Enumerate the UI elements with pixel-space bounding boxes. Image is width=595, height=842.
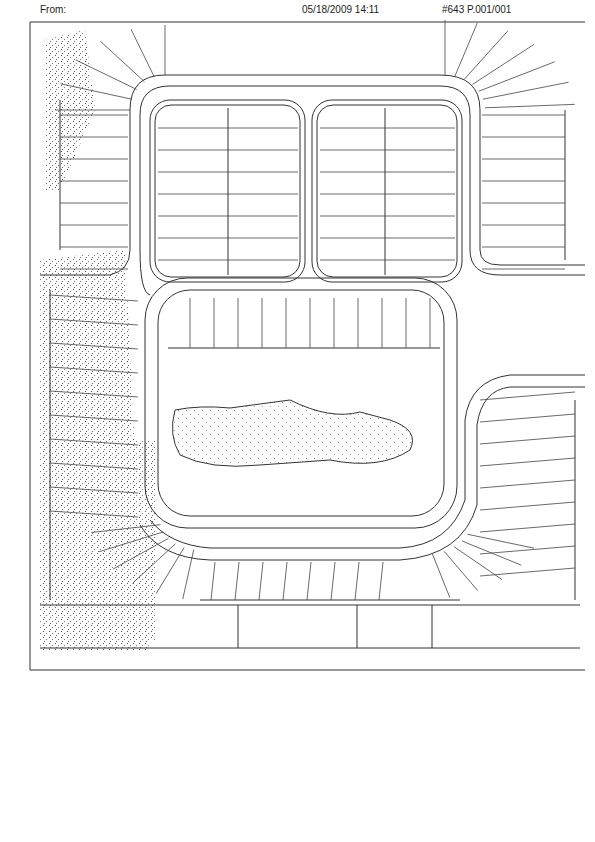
lot-line bbox=[214, 298, 215, 348]
lot-line bbox=[60, 225, 128, 226]
lot-line bbox=[482, 269, 565, 270]
lot-line bbox=[482, 225, 565, 226]
lot-line bbox=[480, 392, 575, 400]
lot-line bbox=[307, 562, 311, 600]
lot-line bbox=[482, 203, 565, 204]
lot-line bbox=[156, 548, 184, 594]
lot-line bbox=[320, 216, 455, 217]
lot-line bbox=[286, 298, 287, 348]
lot-line bbox=[190, 298, 191, 348]
lot-line bbox=[259, 562, 263, 600]
lot-line bbox=[50, 463, 138, 469]
lot-line bbox=[60, 159, 128, 160]
lot-line bbox=[454, 547, 502, 580]
lot-line bbox=[183, 550, 194, 599]
lot-line bbox=[158, 238, 298, 239]
lot-line bbox=[60, 115, 128, 116]
lot-line bbox=[60, 203, 128, 204]
lot-line bbox=[320, 238, 455, 239]
lot-line bbox=[334, 298, 335, 348]
lot-line bbox=[158, 172, 298, 173]
lot-line bbox=[50, 391, 138, 397]
lot-line bbox=[480, 458, 575, 466]
lot-line bbox=[406, 298, 407, 348]
lot-line bbox=[60, 137, 128, 138]
lot-line bbox=[320, 260, 455, 261]
lot-line bbox=[60, 247, 128, 248]
lot-line bbox=[235, 562, 239, 600]
lot-line bbox=[320, 150, 455, 151]
lot-line bbox=[113, 538, 168, 569]
lot-line bbox=[382, 298, 383, 348]
lot-line bbox=[50, 295, 138, 301]
lot-line bbox=[50, 439, 138, 445]
lot-line bbox=[320, 128, 455, 129]
lot-line bbox=[462, 541, 521, 565]
lot-line bbox=[50, 487, 138, 493]
lot-line bbox=[480, 524, 575, 532]
lot-line bbox=[50, 343, 138, 349]
lot-line bbox=[320, 194, 455, 195]
lot-line bbox=[480, 502, 575, 510]
lot-line bbox=[310, 298, 311, 348]
lot-line bbox=[483, 82, 569, 99]
lot-line bbox=[472, 44, 534, 84]
lot-line bbox=[430, 298, 431, 348]
lot-line bbox=[131, 29, 154, 77]
lot-line bbox=[320, 172, 455, 173]
lot-line bbox=[158, 260, 298, 261]
lot-line bbox=[238, 298, 239, 348]
lot-line bbox=[379, 562, 383, 600]
lot-line bbox=[480, 436, 575, 444]
lot-line bbox=[480, 480, 575, 488]
lot-line bbox=[444, 551, 478, 590]
lot-line bbox=[158, 216, 298, 217]
fax-page-number: #643 P.001/001 bbox=[440, 4, 513, 15]
lot-line bbox=[482, 159, 565, 160]
lot-line bbox=[60, 181, 128, 182]
lot-line bbox=[262, 298, 263, 348]
lot-line bbox=[482, 247, 565, 248]
lot-line bbox=[283, 562, 287, 600]
lot-line bbox=[165, 25, 166, 75]
lot-line bbox=[485, 104, 575, 107]
lot-line bbox=[99, 532, 163, 552]
lot-line bbox=[482, 137, 565, 138]
lot-line bbox=[158, 128, 298, 129]
lot-line bbox=[60, 269, 128, 270]
fax-timestamp: 05/18/2009 14:11 bbox=[300, 4, 381, 15]
lot-line bbox=[468, 534, 535, 548]
lot-line bbox=[158, 150, 298, 151]
lot-line bbox=[60, 84, 131, 99]
lot-line bbox=[100, 41, 144, 81]
lot-line bbox=[355, 562, 359, 600]
lot-line bbox=[331, 562, 335, 600]
lot-line bbox=[50, 511, 138, 517]
lot-line bbox=[55, 110, 130, 111]
lot-line bbox=[445, 20, 446, 75]
lot-line bbox=[480, 568, 575, 576]
lot-line bbox=[133, 544, 176, 584]
lot-line bbox=[76, 60, 137, 89]
lot-line bbox=[480, 414, 575, 422]
lot-line bbox=[50, 319, 138, 325]
lot-line bbox=[432, 554, 449, 598]
lot-line bbox=[482, 181, 565, 182]
lot-line bbox=[158, 194, 298, 195]
lot-line bbox=[464, 31, 507, 79]
fax-header: From: bbox=[38, 4, 68, 15]
lot-line bbox=[91, 525, 160, 533]
lot-line bbox=[358, 298, 359, 348]
lot-line bbox=[482, 115, 565, 116]
lot-line bbox=[50, 367, 138, 373]
lot-line bbox=[50, 415, 138, 421]
lot-line bbox=[211, 562, 215, 600]
